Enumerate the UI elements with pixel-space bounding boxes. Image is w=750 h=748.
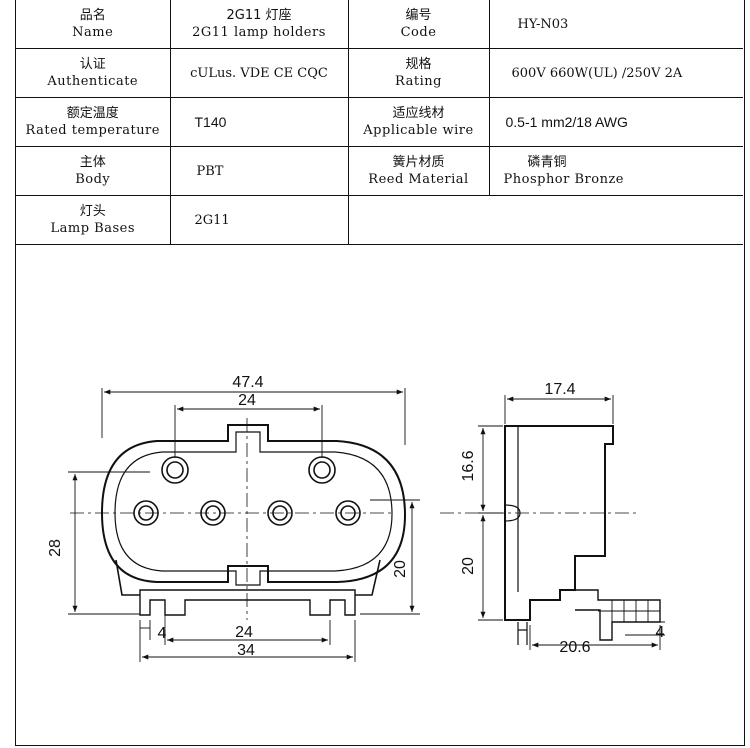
base-value: 2G11 (169, 195, 349, 245)
dim-front-pin-spacing: 24 (238, 392, 256, 409)
table-row: 灯头 Lamp Bases 2G11 (16, 195, 743, 245)
reed-cn: 簧片材质 (392, 155, 445, 170)
wire-value: 0.5-1 mm2/18 AWG (488, 97, 743, 147)
table-row: 认证 Authenticate cULus. VDE CE CQC 规格 Rat… (16, 48, 743, 98)
dim-front-bottom-24: 24 (235, 624, 253, 641)
pin-contacts (133, 456, 361, 526)
code-header: 编号 Code (347, 0, 490, 49)
dim-front-bottom-width: 34 (237, 642, 255, 659)
temp-en: Rated temperature (25, 123, 160, 138)
reed-value-cn: 磷青铜 (527, 155, 567, 170)
dim-side-lower-height: 20 (460, 557, 477, 575)
temp-value: T140 (169, 97, 349, 147)
code-cn: 编号 (405, 8, 432, 23)
dim-side-upper-height: 16.6 (460, 450, 477, 481)
wire-en: Applicable wire (363, 123, 474, 138)
dim-front-lower-height: 20 (392, 560, 409, 578)
empty-cell (347, 195, 743, 245)
auth-en: Authenticate (47, 74, 139, 89)
dim-side-bottom-width: 20.6 (559, 639, 590, 656)
rating-header: 规格 Rating (347, 48, 490, 98)
name-header: 品名 Name (16, 0, 171, 49)
reed-header: 簧片材质 Reed Material (347, 146, 490, 196)
body-cn: 主体 (79, 155, 106, 170)
dim-front-height: 28 (47, 539, 64, 557)
base-header: 灯头 Lamp Bases (16, 195, 171, 245)
table-row: 主体 Body PBT 簧片材质 Reed Material 磷青铜 Phosp… (16, 146, 743, 196)
temp-cn: 额定温度 (66, 106, 119, 121)
side-dimensions (478, 395, 665, 650)
name-value-cn: 2G11 灯座 (226, 8, 292, 23)
name-value-en: 2G11 lamp holders (192, 25, 326, 40)
dim-front-tab: 4 (158, 625, 167, 642)
reed-value-en: Phosphor Bronze (503, 172, 624, 187)
dim-side-width: 17.4 (544, 381, 575, 398)
dim-side-tab: 4 (656, 624, 665, 641)
name-value: 2G11 灯座 2G11 lamp holders (169, 0, 349, 49)
wire-header: 适应线材 Applicable wire (347, 97, 490, 147)
body-header: 主体 Body (16, 146, 171, 196)
spec-table: 品名 Name 2G11 灯座 2G11 lamp holders 编号 Cod… (16, 0, 743, 245)
front-view (70, 418, 407, 630)
front-dimensions (68, 388, 420, 662)
temp-header: 额定温度 Rated temperature (16, 97, 171, 147)
dim-front-total-width: 47.4 (232, 374, 263, 391)
name-cn: 品名 (79, 8, 106, 23)
auth-cn: 认证 (79, 57, 106, 72)
base-cn: 灯头 (79, 204, 106, 219)
wire-cn: 适应线材 (392, 106, 445, 121)
base-en: Lamp Bases (50, 221, 135, 236)
spec-sheet: 品名 Name 2G11 灯座 2G11 lamp holders 编号 Cod… (15, 0, 745, 746)
body-value: PBT (169, 146, 349, 196)
body-en: Body (75, 172, 111, 187)
reed-value: 磷青铜 Phosphor Bronze (488, 146, 743, 196)
auth-value: cULus. VDE CE CQC (169, 48, 349, 98)
rating-cn: 规格 (405, 57, 432, 72)
code-en: Code (400, 25, 437, 40)
reed-en: Reed Material (368, 172, 469, 187)
rating-en: Rating (395, 74, 442, 89)
table-row: 额定温度 Rated temperature T140 适应线材 Applica… (16, 97, 743, 147)
name-en: Name (72, 25, 114, 40)
